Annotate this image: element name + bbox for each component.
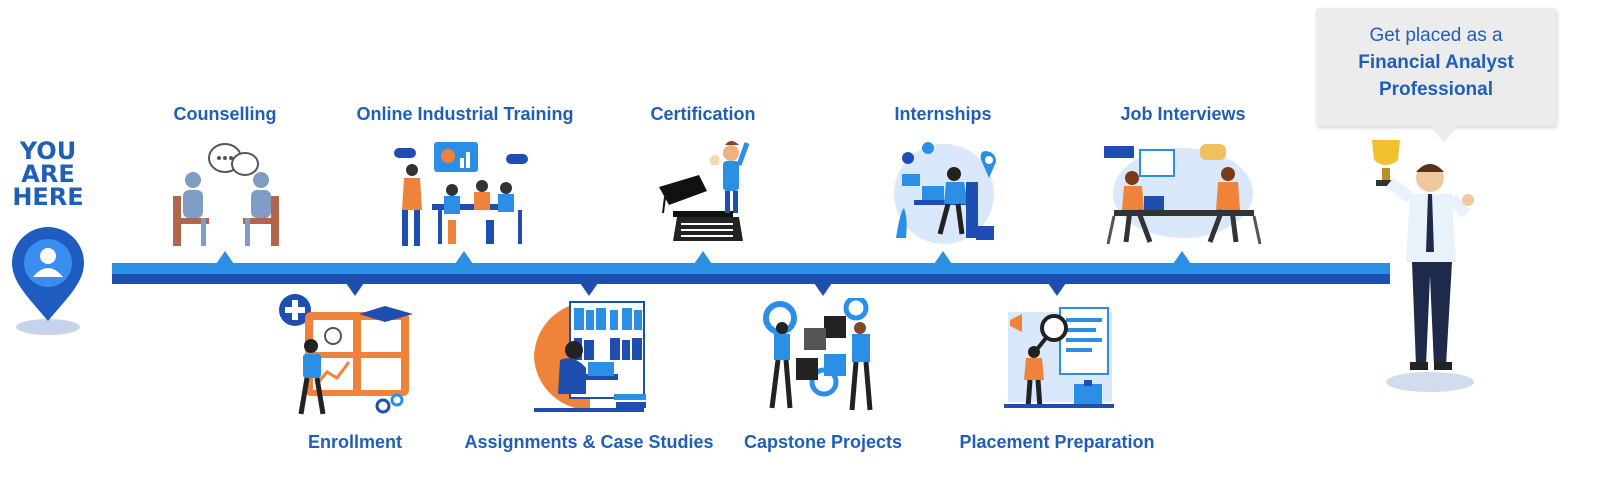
trophy-professional-icon bbox=[1372, 140, 1474, 392]
goal-line2: Financial Analyst bbox=[1358, 52, 1514, 73]
step-label-certification: Certification bbox=[650, 104, 756, 124]
tick-training bbox=[455, 251, 473, 264]
puzzle-gears-icon bbox=[763, 298, 873, 411]
step-label-placement: Placement Preparation bbox=[959, 432, 1155, 452]
training-meeting-icon bbox=[394, 142, 528, 246]
interview-table-icon bbox=[1104, 144, 1262, 245]
step-label-interviews: Job Interviews bbox=[1120, 104, 1246, 124]
tick-certification bbox=[694, 251, 712, 264]
intern-workspace-icon bbox=[894, 142, 997, 244]
goal-line3: Professional bbox=[1378, 79, 1494, 100]
step-label-capstone: Capstone Projects bbox=[743, 432, 903, 452]
tick-enrollment bbox=[346, 283, 364, 296]
step-label-counselling: Counselling bbox=[173, 104, 277, 124]
counselling-chat-icon bbox=[173, 143, 279, 246]
tick-placement bbox=[1048, 283, 1066, 296]
timeline-track bbox=[112, 263, 1390, 277]
you-are-here-label: YOU ARE HERE bbox=[8, 137, 88, 211]
step-label-enrollment: Enrollment bbox=[307, 432, 403, 452]
user-location-pin-icon bbox=[12, 227, 84, 335]
tick-capstone bbox=[814, 283, 832, 296]
step-label-internships: Internships bbox=[894, 104, 992, 124]
tick-counselling bbox=[216, 251, 234, 264]
step-label-training: Online Industrial Training bbox=[356, 104, 574, 124]
tick-internships bbox=[934, 251, 952, 264]
resume-review-icon bbox=[1004, 307, 1114, 409]
tick-assignments bbox=[580, 283, 598, 296]
tick-interviews bbox=[1173, 251, 1191, 264]
you-are-here-line2: ARE bbox=[21, 160, 75, 188]
goal-line1: Get placed as a bbox=[1369, 25, 1503, 46]
enrollment-board-icon bbox=[279, 294, 413, 415]
timeline-track-shadow bbox=[112, 274, 1390, 284]
graduation-laptop-icon bbox=[659, 141, 750, 241]
step-label-assignments: Assignments & Case Studies bbox=[464, 432, 714, 452]
you-are-here-line3: HERE bbox=[12, 183, 84, 211]
study-library-icon bbox=[534, 301, 646, 412]
goal-card: Get placed as a Financial Analyst Profes… bbox=[1316, 8, 1556, 142]
you-are-here-line1: YOU bbox=[19, 137, 77, 165]
